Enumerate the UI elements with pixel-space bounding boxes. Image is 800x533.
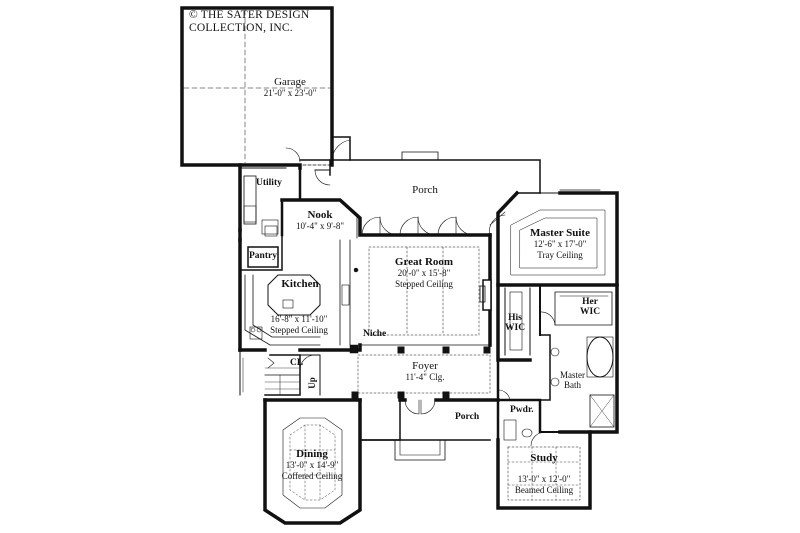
nook-name: Nook (307, 209, 333, 221)
study-info: 13'-0" x 12'-0" Beamed Ceiling (500, 474, 588, 496)
powder-walls (496, 358, 542, 447)
master-suite-dims: 12'-6" x 17'-0" (533, 239, 587, 249)
utility-label: Utility (256, 178, 282, 188)
her-wic-line-1: Her (582, 297, 598, 307)
study-name: Study (530, 452, 558, 464)
study-label: Study (500, 453, 588, 464)
her-wic-label: Her WIC (580, 297, 600, 317)
her-wic-line-2: WIC (580, 307, 601, 317)
foyer-ceiling: 11'-4" Clg. (405, 372, 445, 382)
his-wic-line-1: His (508, 313, 522, 323)
nook-dims: 10'-4" x 9'-8" (295, 221, 345, 231)
niche-label: Niche (363, 329, 387, 339)
kitchen-name: Kitchen (281, 278, 319, 290)
kitchen-walls (238, 219, 359, 352)
porch-top-name: Porch (412, 184, 438, 196)
study-ceiling: Beamed Ceiling (514, 485, 574, 495)
foyer-label: Foyer 11'-4" Clg. (390, 361, 460, 383)
foyer-walls (238, 343, 500, 461)
master-bath-line-2: Bath (564, 380, 581, 390)
study-walls (496, 430, 592, 510)
his-wic-label: His WIC (505, 313, 525, 333)
powder-label: Pwdr. (510, 405, 534, 415)
copyright-line-1: © THE SATER DESIGN (189, 9, 310, 21)
master-suite-walls (496, 189, 619, 287)
top-porch-outline (299, 151, 541, 194)
his-wic-line-2: WIC (505, 323, 526, 333)
porch-top-label: Porch (400, 185, 450, 196)
main-walls (280, 198, 506, 347)
nook-label: Nook 10'-4" x 9'-8" (290, 210, 350, 232)
master-suite-name: Master Suite (530, 227, 590, 239)
pantry-label: Pantry (249, 251, 277, 261)
copyright-line-2: COLLECTION, INC. (189, 22, 293, 34)
great-room-name: Great Room (394, 256, 454, 268)
study-dims: 13'-0" x 12'-0" (517, 474, 571, 484)
kitchen-dims: 16'-8" x 11'-10" (270, 314, 328, 324)
stair-up-label: Up (306, 377, 317, 389)
master-bath-line-1: Master (560, 370, 585, 380)
great-room-ceiling: Stepped Ceiling (395, 279, 453, 289)
dining-name: Dining (296, 448, 328, 460)
dining-label: Dining 13'-0" x 14'-9" Coffered Ceiling (267, 449, 357, 482)
dining-walls (263, 398, 362, 525)
porch-front-label: Porch (455, 412, 480, 422)
foyer-name: Foyer (412, 360, 438, 372)
garage-dims: 21'-0" x 23'-0" (263, 88, 317, 98)
garage-label: Garage 21'-0" x 23'-0" (250, 77, 330, 99)
kitchen-label: Kitchen (260, 279, 340, 290)
great-room-dims: 20'-0" x 15'-8" (397, 268, 451, 278)
copyright-notice: © THE SATER DESIGN COLLECTION, INC. (189, 9, 309, 35)
master-bath-label: Master Bath (560, 370, 585, 390)
dining-dims: 13'-0" x 14'-9" (285, 460, 339, 470)
kitchen-ceiling: Stepped Ceiling (270, 325, 328, 335)
master-suite-ceiling: Tray Ceiling (537, 250, 583, 260)
closet-label: CL (290, 358, 304, 368)
dining-ceiling: Coffered Ceiling (281, 471, 343, 481)
kitchen-info: 16'-8" x 11'-10" Stepped Ceiling (254, 314, 344, 336)
garage-name: Garage (274, 76, 306, 88)
master-suite-label: Master Suite 12'-6" x 17'-0" Tray Ceilin… (520, 228, 600, 261)
great-room-label: Great Room 20'-0" x 15'-8" Stepped Ceili… (370, 257, 478, 290)
